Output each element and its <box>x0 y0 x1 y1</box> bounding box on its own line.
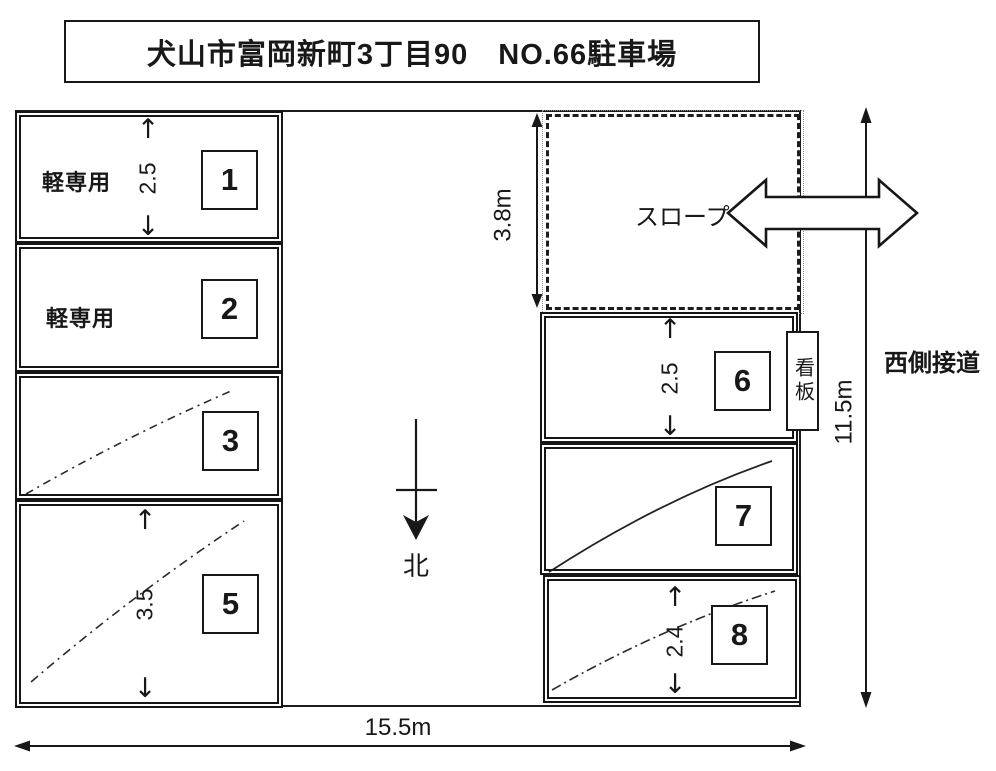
stall-2-number-plate: 2 <box>201 279 258 339</box>
down-arrow-icon: ↓ <box>658 411 682 442</box>
down-arrow-icon: ↓ <box>663 669 687 700</box>
stall-8-width-value: 2.4 <box>661 625 688 657</box>
stall-5-number: 5 <box>221 586 240 621</box>
page-title: 犬山市富岡新町3丁目90 NO.66駐車場 <box>146 38 678 71</box>
slope-label: スロープ <box>635 204 730 231</box>
stall-6-number-plate: 6 <box>714 351 771 411</box>
up-arrow-icon: ↑ <box>133 505 157 536</box>
stall-2-number: 2 <box>220 291 239 326</box>
slope-depth-label-wrap: 3.8m <box>484 160 524 270</box>
signboard-label: 看板 <box>791 357 814 405</box>
lot-height-label: 11.5m <box>830 379 858 445</box>
stall-5-width-dimension: ↑ 3.5 ↓ <box>125 507 165 702</box>
up-arrow-icon: ↑ <box>136 114 160 145</box>
stall-2-type-label: 軽専用 <box>46 306 116 331</box>
stall-1-width-value: 2.5 <box>134 162 161 194</box>
stall-8-width-dimension: ↑ 2.4 ↓ <box>655 584 695 698</box>
stall-5-number-plate: 5 <box>202 574 259 634</box>
stall-1-type-label: 軽専用 <box>42 170 112 195</box>
stall-8-number: 8 <box>730 617 749 652</box>
lot-height-label-wrap: 11.5m <box>824 352 864 472</box>
lot-width-label: 15.5m <box>364 714 432 741</box>
stall-5-width-value: 3.5 <box>131 588 158 621</box>
north-label: 北 <box>403 551 430 581</box>
up-arrow-icon: ↑ <box>658 314 682 345</box>
down-arrow-icon: ↓ <box>133 673 157 704</box>
title-box: 犬山市富岡新町3丁目90 NO.66駐車場 <box>64 20 760 83</box>
stall-1-number: 1 <box>220 162 239 197</box>
stall-1-width-dimension: ↑ 2.5 ↓ <box>128 116 168 240</box>
down-arrow-icon: ↓ <box>136 211 160 242</box>
signboard: 看板 <box>786 331 819 431</box>
stall-3-number-plate: 3 <box>202 411 259 471</box>
stall-3-number: 3 <box>221 423 240 458</box>
slope-depth-label: 3.8m <box>490 188 518 242</box>
stall-6-number: 6 <box>733 363 752 398</box>
west-road-label: 西側接道 <box>884 350 980 377</box>
stall-7-number: 7 <box>734 498 753 533</box>
up-arrow-icon: ↑ <box>663 582 687 613</box>
lot-width-dimension-line <box>14 740 806 752</box>
stall-7-number-plate: 7 <box>715 486 772 546</box>
stall-6-width-value: 2.5 <box>656 362 683 394</box>
stall-1-number-plate: 1 <box>201 150 258 210</box>
stall-6-width-dimension: ↑ 2.5 ↓ <box>650 316 690 440</box>
stall-8-number-plate: 8 <box>711 605 768 665</box>
